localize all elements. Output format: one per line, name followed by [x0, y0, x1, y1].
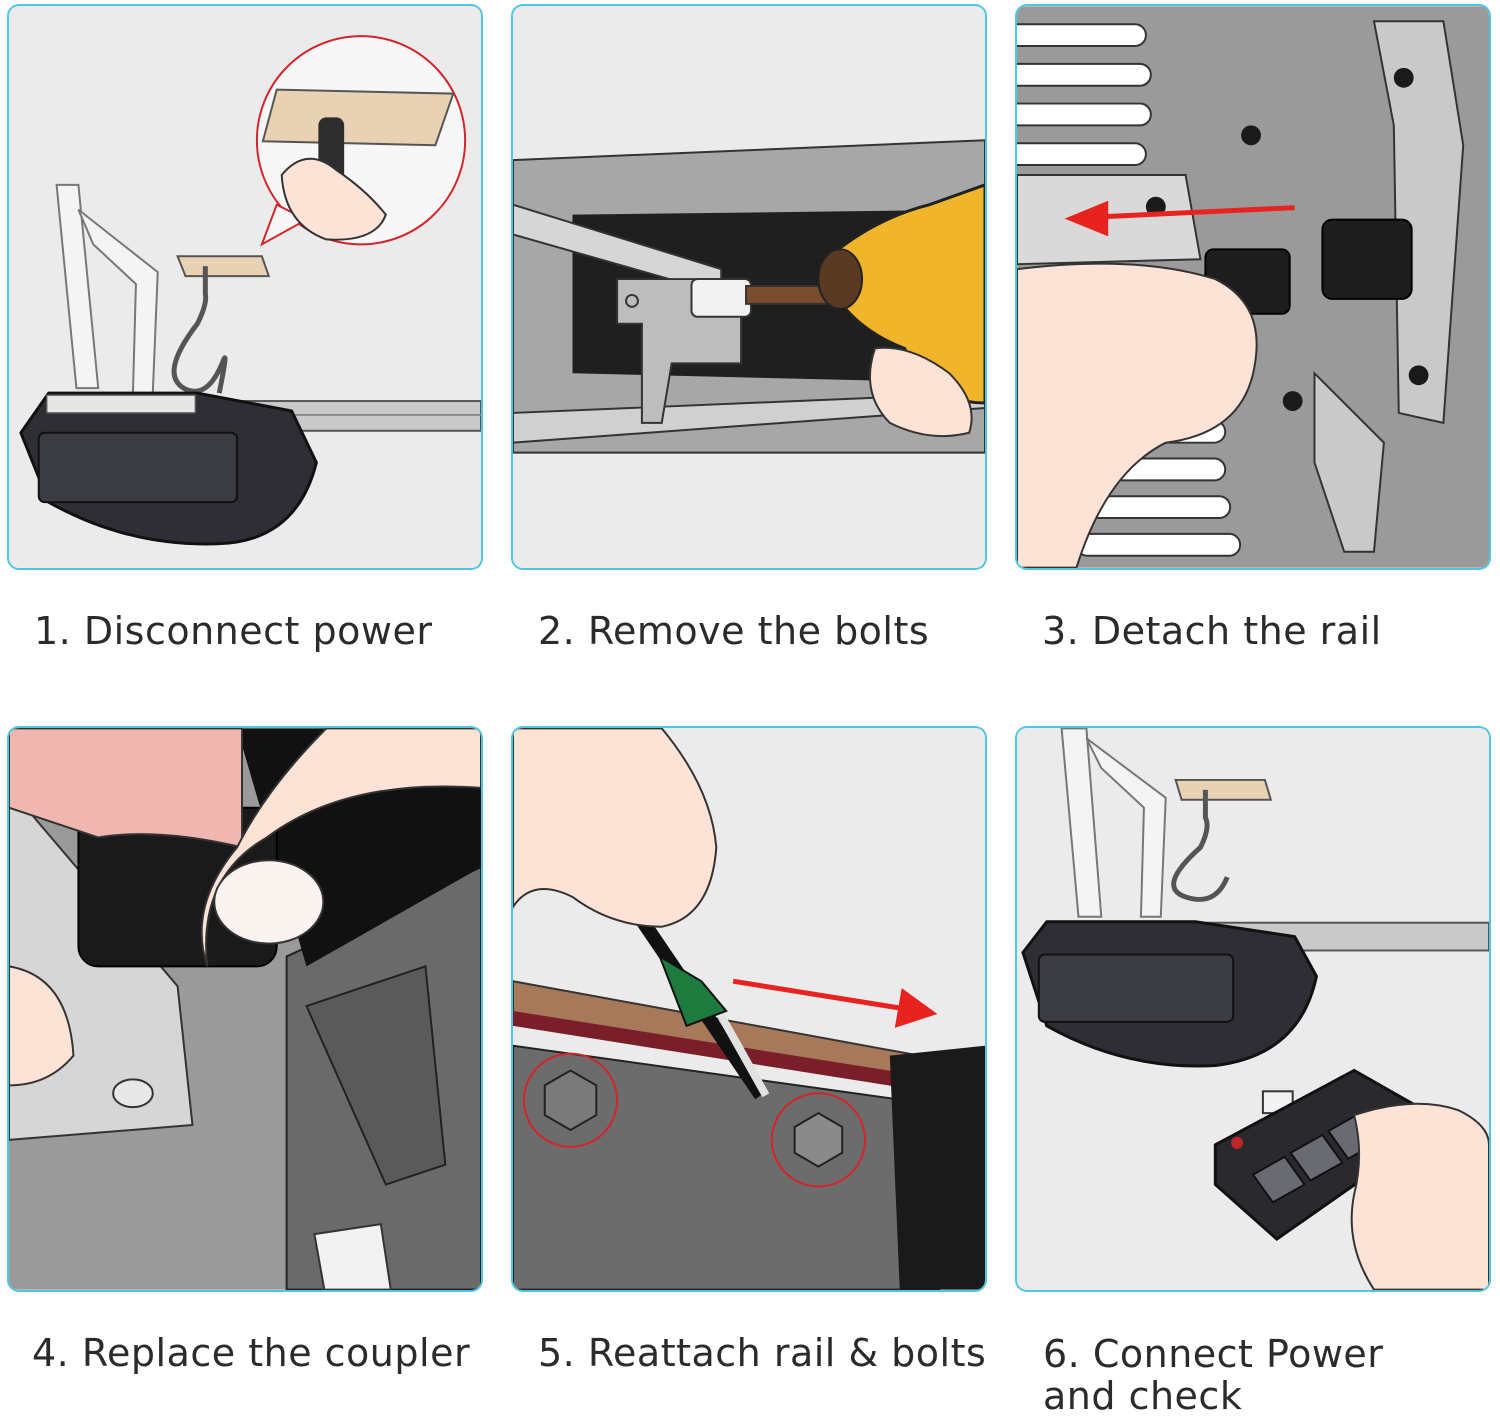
step-2-label: 2. Remove the bolts — [538, 609, 930, 653]
step-6-illustration — [1017, 728, 1489, 1290]
step-4-illustration — [9, 728, 481, 1290]
step-1-panel — [7, 4, 483, 570]
step-2-illustration — [513, 6, 985, 568]
step-5-illustration — [513, 728, 985, 1290]
step-1-label: 1. Disconnect power — [34, 609, 433, 653]
step-6-panel — [1015, 726, 1491, 1292]
step-3-panel — [1015, 4, 1491, 570]
step-1-illustration — [9, 6, 481, 568]
step-6-label: 6. Connect Power and check — [1043, 1332, 1384, 1418]
step-2-panel — [511, 4, 987, 570]
step-5-panel — [511, 726, 987, 1292]
step-4-panel — [7, 726, 483, 1292]
step-4-label: 4. Replace the coupler — [32, 1331, 471, 1375]
step-3-label: 3. Detach the rail — [1042, 609, 1382, 653]
step-3-illustration — [1017, 6, 1489, 568]
step-5-label: 5. Reattach rail & bolts — [538, 1331, 987, 1375]
